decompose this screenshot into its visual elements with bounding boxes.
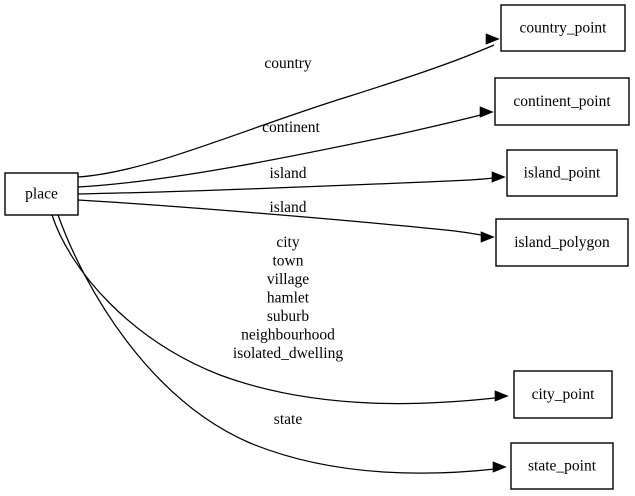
node-island_point[interactable]: island_point <box>506 149 618 197</box>
edge-label-island_point: island <box>269 165 306 182</box>
node-city_point[interactable]: city_point <box>513 370 613 419</box>
edge-arrowhead <box>479 106 494 118</box>
edge-arrowhead <box>480 231 495 243</box>
edge-place-to-state_point <box>57 214 496 474</box>
edge-label-line: hamlet <box>267 290 310 307</box>
node-box-island_polygon <box>495 218 629 267</box>
edge-label-country_point: country <box>264 55 312 72</box>
edge-label-line: neighbourhood <box>241 327 335 344</box>
edge-label-line: state <box>274 411 303 428</box>
edge-place-to-country_point <box>77 44 495 178</box>
node-box-continent_point <box>494 77 630 126</box>
node-box-island_point <box>506 149 618 197</box>
edge-label-line: city <box>276 234 299 251</box>
node-label-island_point: island_point <box>524 165 601 182</box>
node-island_polygon[interactable]: island_polygon <box>495 218 629 267</box>
node-label-continent_point: continent_point <box>513 93 611 110</box>
node-box-city_point <box>513 370 613 419</box>
node-box-state_point <box>510 442 614 490</box>
node-box-place <box>4 172 79 216</box>
edge-place-to-island_point <box>77 176 501 195</box>
edge-label-line: suburb <box>267 308 309 325</box>
node-country_point[interactable]: country_point <box>500 4 626 52</box>
node-label-place: place <box>25 186 58 203</box>
node-place[interactable]: place <box>4 172 79 216</box>
node-label-state_point: state_point <box>528 458 597 475</box>
edge-arrowhead <box>494 390 509 402</box>
edge-label-line: country <box>264 55 312 72</box>
edge-label-continent_point: continent <box>262 119 320 136</box>
edge-place-to-continent_point <box>77 112 489 188</box>
edge-arrowhead <box>485 33 500 45</box>
edge-arrowhead <box>491 171 506 183</box>
edges-layer <box>51 33 509 474</box>
nodes-layer: place country_point continent_point island_… <box>4 4 630 490</box>
node-label-island_polygon: island_polygon <box>514 234 610 251</box>
edge-label-line: island <box>269 165 306 182</box>
node-label-country_point: country_point <box>520 20 608 37</box>
edge-label-line: isolated_dwelling <box>233 345 343 362</box>
edge-label-state_point: state <box>274 411 303 428</box>
edge-arrowhead <box>492 461 507 473</box>
edge-label-line: island <box>269 199 306 216</box>
edge-place-to-island_polygon <box>77 199 489 237</box>
node-state_point[interactable]: state_point <box>510 442 614 490</box>
edge-label-island_polygon: island <box>269 199 306 216</box>
node-continent_point[interactable]: continent_point <box>494 77 630 126</box>
node-box-country_point <box>500 4 626 52</box>
node-label-city_point: city_point <box>532 386 596 403</box>
edge-label-line: village <box>267 271 309 288</box>
edge-label-line: town <box>273 253 304 270</box>
edge-label-line: continent <box>262 119 320 136</box>
